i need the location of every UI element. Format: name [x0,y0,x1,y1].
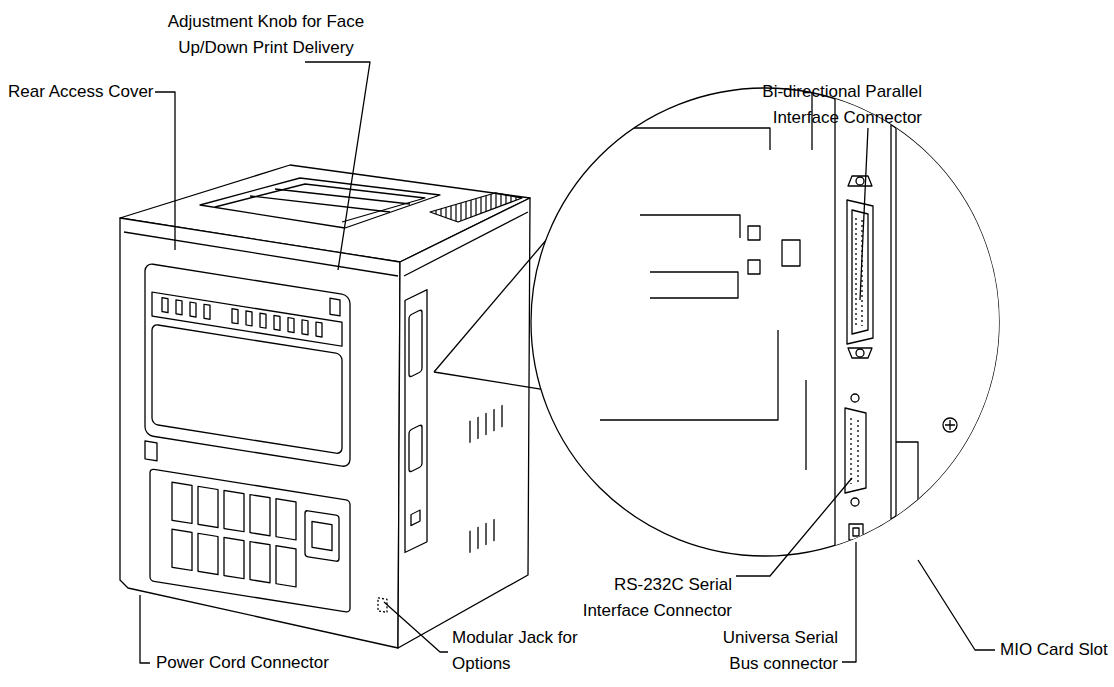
panel-grid [198,533,218,574]
latch [145,441,157,461]
adjustment-knob [330,298,340,316]
leader-lines [918,560,995,650]
serial-connector [845,408,866,493]
rim-line [404,212,528,276]
side-details [405,253,502,584]
leader-lines [842,542,856,662]
side-face [398,198,530,648]
opening-ribs [316,322,322,337]
magnified-panel [856,177,864,185]
opening-ribs [162,298,168,313]
printer-body [120,165,530,648]
vent-grille [430,193,522,222]
magnified-panel [945,133,955,143]
panel-grid [250,495,270,536]
small-icon [748,260,760,274]
parallel-connector [847,200,873,344]
magnified-panel [640,215,740,238]
leader-lines [140,595,150,663]
part-label: MIO Card Slot [1000,637,1110,663]
tray-edge [215,184,425,222]
panel-grid [276,499,296,540]
leader-lines [140,62,995,663]
leader-lines [736,478,852,576]
cover-frame [152,324,342,454]
jack-screw [851,498,859,506]
output-tray [200,178,440,228]
power-cord-connector [305,510,339,561]
rear-access-cover [145,263,350,467]
magnified-panel [853,528,859,536]
part-label: Power Cord Connector [156,650,356,676]
opening-ribs [288,318,294,333]
part-label: Universa Serial Bus connector [708,625,838,677]
modular-jack [378,598,387,612]
magnified-panel [600,128,770,150]
jack-screw [851,394,859,402]
connector-bracket [835,80,891,580]
magnified-panel [851,418,858,484]
rear-face [120,218,400,648]
panel-grid [172,482,192,523]
jack-screw [848,176,872,186]
opening-ribs [274,315,280,330]
usb-connector [411,510,420,525]
panel-grid [224,490,244,531]
part-label: Modular Jack for Options [452,625,587,677]
mio-card-slot [896,80,1006,580]
panel-grid [276,546,296,587]
tray-rib [250,189,410,212]
magnified-panel [896,442,918,580]
opening-ribs [246,311,252,326]
side-vent [470,519,494,553]
part-label: Bi-directional Parallel Interface Connec… [722,79,922,131]
opening-ribs [260,313,266,328]
opening-ribs [302,320,308,335]
usb-connector [849,524,863,540]
leader-lines [860,128,868,300]
magnified-panel [600,330,778,420]
parallel-connector [409,309,422,377]
screw [943,418,957,432]
interface-panel [405,290,427,553]
rear-details [145,263,387,618]
magnified-panel [650,272,738,298]
side-vent [470,405,502,443]
power-socket [312,521,332,550]
magnified-panel [852,210,868,334]
panel-grid [250,542,270,583]
leader-lines [305,62,370,270]
panel-grid [198,486,218,527]
screw [943,131,957,145]
magnified-panel [600,80,1006,580]
panel-grid [172,482,296,587]
leader-lines [384,602,448,652]
magnified-panel [945,420,955,430]
power-panel [150,469,350,613]
opening-ribs [204,304,210,319]
panel-grid [224,537,244,578]
opening-ribs [176,300,182,315]
part-label: Adjustment Knob for Face Up/Down Print D… [150,9,382,61]
magnified-panel [856,349,864,357]
jack-screw [848,348,872,358]
small-icon [748,226,760,240]
part-label: Rear Access Cover [8,79,158,105]
leader-lines [155,92,175,250]
part-label: RS-232C Serial Interface Connector [572,572,732,624]
serial-connector [409,424,422,472]
opening-ribs [190,302,196,317]
magnified-panel [806,80,812,470]
small-block [782,240,800,266]
opening-ribs [232,309,238,324]
panel-grid [172,529,192,570]
